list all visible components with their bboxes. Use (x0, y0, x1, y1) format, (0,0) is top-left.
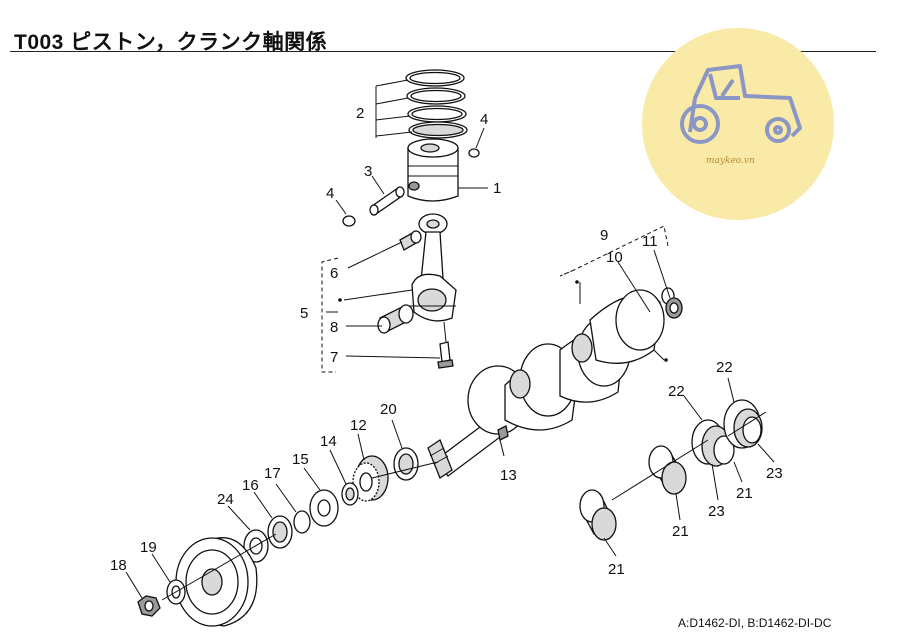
main-bearing-case-2 (723, 399, 763, 449)
page-title: T003 ピストン，クランク軸関係 (14, 31, 328, 54)
part-label-11: 11 (642, 233, 658, 250)
title-underline (10, 51, 876, 52)
main-bearing-2 (648, 445, 687, 495)
oil-seal (267, 515, 293, 549)
main-bearing-1 (579, 489, 617, 541)
o-ring (293, 510, 311, 534)
pulley-nut (137, 595, 161, 617)
watermark-text: maykeo.vn (706, 156, 755, 166)
watermark: maykeo.vn (642, 28, 834, 220)
con-rod-assembly-bracket (321, 257, 339, 373)
con-rod-ref-dot (338, 298, 342, 302)
crankshaft (427, 287, 675, 479)
bearing-axis-2 (727, 411, 767, 437)
part-label-2: 2 (356, 105, 364, 122)
leader-lines (125, 79, 775, 599)
part-label-5: 5 (300, 305, 308, 322)
part-label-16: 16 (242, 477, 259, 494)
bearing-axis-1 (611, 439, 709, 501)
part-label-14: 14 (320, 433, 337, 450)
connecting-rod (410, 213, 457, 369)
crankpin-bearing (377, 304, 414, 334)
part-label-21-a: 21 (608, 561, 625, 578)
part-label-15: 15 (292, 451, 309, 468)
tractor-icon (680, 64, 802, 144)
watermark-circle (642, 28, 834, 220)
shaft-axis-front (371, 461, 439, 479)
part-label-3: 3 (364, 163, 372, 180)
main-bearing-case-1 (691, 419, 735, 467)
part-label-21-b: 21 (672, 523, 689, 540)
crankshaft-key (497, 425, 509, 441)
part-label-23-b: 23 (766, 465, 783, 482)
crankshaft-end-dot (664, 358, 668, 362)
part-label-10: 10 (606, 249, 623, 266)
piston-rings (405, 69, 468, 139)
crankshaft-collar-bore (345, 487, 355, 501)
small-end-bushing (399, 230, 422, 251)
part-label-22-b: 22 (668, 383, 685, 400)
crankshaft-bushing (665, 297, 683, 319)
part-label-20: 20 (380, 401, 397, 418)
part-label-19: 19 (140, 539, 157, 556)
part-label-1: 1 (493, 180, 501, 197)
crankshaft-ref-dot (575, 280, 579, 284)
part-label-6: 6 (330, 265, 338, 282)
part-label-18: 18 (110, 557, 127, 574)
piston-pin (369, 186, 405, 216)
part-label-7: 7 (330, 349, 338, 366)
crankshaft-washer-bore (317, 499, 331, 517)
part-label-17: 17 (264, 465, 281, 482)
crankshaft-assembly-bracket (559, 225, 669, 277)
model-note: A:D1462-DI, B:D1462-DI-DC (678, 616, 832, 630)
part-label-8: 8 (330, 319, 338, 336)
snap-ring-left (342, 215, 356, 227)
part-label-4-left: 4 (326, 185, 334, 202)
pulley-axis (161, 533, 277, 601)
part-number-labels: 1 2 3 4 4 5 6 7 8 9 10 11 12 13 14 15 16… (110, 105, 783, 578)
front-bearing (393, 447, 419, 481)
part-label-24: 24 (217, 491, 234, 508)
part-label-21-c: 21 (736, 485, 753, 502)
part-label-22-a: 22 (716, 359, 733, 376)
part-label-12: 12 (350, 417, 367, 434)
part-label-4-right: 4 (480, 111, 488, 128)
snap-ring-right (468, 148, 480, 158)
piston (407, 138, 459, 202)
part-label-13: 13 (500, 467, 517, 484)
part-label-9: 9 (600, 227, 608, 244)
part-label-23-a: 23 (708, 503, 725, 520)
crankshaft-pulley (175, 537, 258, 627)
